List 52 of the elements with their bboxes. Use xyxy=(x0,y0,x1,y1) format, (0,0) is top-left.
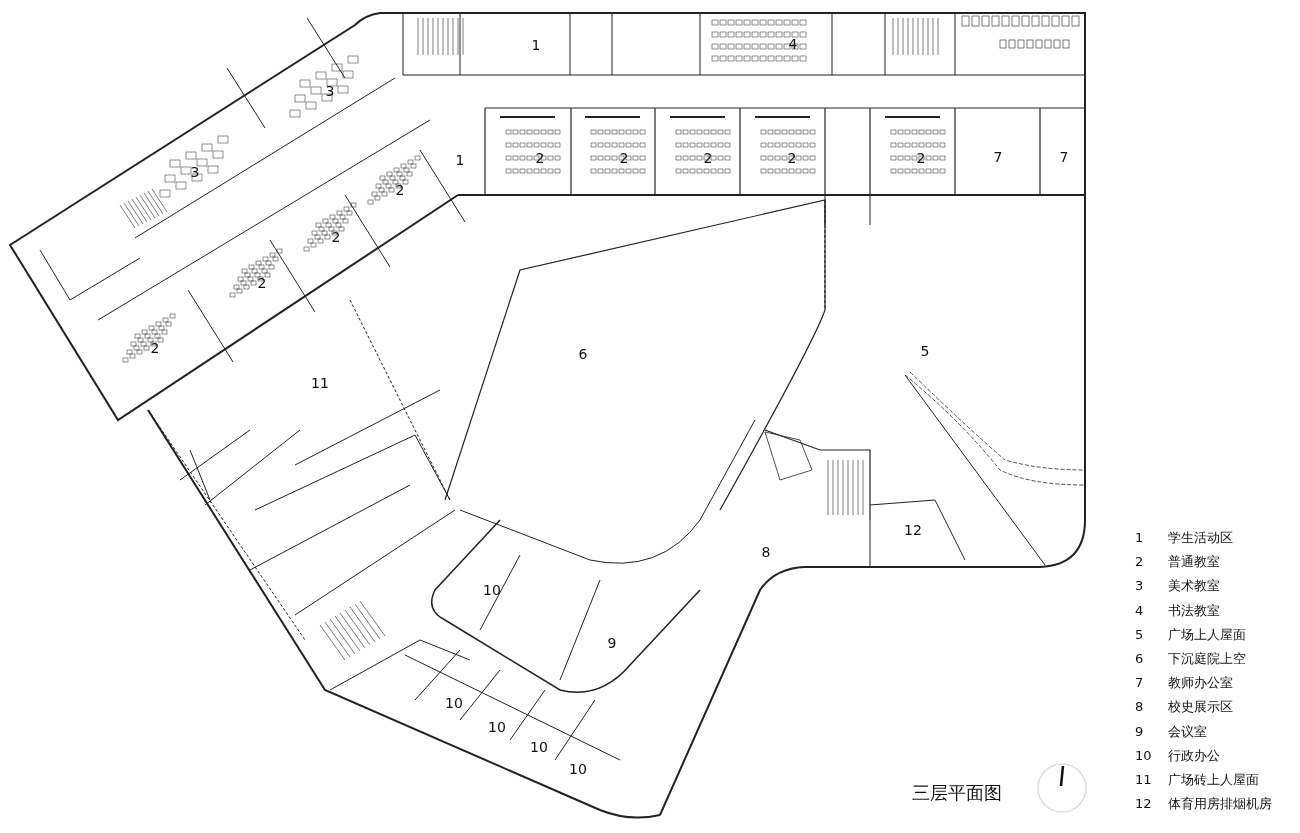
legend-text: 学生活动区 xyxy=(1168,530,1233,544)
legend-text: 行政办公 xyxy=(1168,748,1220,762)
legend-text: 普通教室 xyxy=(1168,554,1220,568)
legend-number: 3 xyxy=(1135,578,1144,592)
legend-number: 11 xyxy=(1135,772,1152,786)
plan-title: 三层平面图 xyxy=(912,784,1002,802)
room-number: 7 xyxy=(1059,150,1069,164)
room-number: 2 xyxy=(916,151,926,165)
legend-number: 9 xyxy=(1135,724,1144,738)
legend-text: 校史展示区 xyxy=(1168,699,1233,713)
room-number: 10 xyxy=(483,583,501,597)
legend-number: 10 xyxy=(1135,748,1152,762)
legend-text: 广场上人屋面 xyxy=(1168,627,1246,641)
room-number: 5 xyxy=(920,344,930,358)
room-number: 9 xyxy=(607,636,617,650)
legend-text: 美术教室 xyxy=(1168,578,1220,592)
legend-text: 广场砖上人屋面 xyxy=(1168,772,1259,786)
legend-number: 6 xyxy=(1135,651,1144,665)
legend-text: 体育用房排烟机房 xyxy=(1168,796,1272,810)
room-number: 2 xyxy=(257,276,267,290)
room-number: 11 xyxy=(311,376,329,390)
room-number: 2 xyxy=(331,230,341,244)
room-number: 6 xyxy=(578,347,588,361)
legend-number: 8 xyxy=(1135,699,1144,713)
room-number: 1 xyxy=(531,38,541,52)
room-number: 2 xyxy=(703,151,713,165)
room-number: 12 xyxy=(904,523,922,537)
room-number: 2 xyxy=(395,183,405,197)
legend-text: 书法教室 xyxy=(1168,603,1220,617)
legend-text: 下沉庭院上空 xyxy=(1168,651,1246,665)
room-number: 2 xyxy=(150,341,160,355)
room-number: 8 xyxy=(761,545,771,559)
legend-number: 5 xyxy=(1135,627,1144,641)
legend-text: 教师办公室 xyxy=(1168,675,1233,689)
legend-text: 会议室 xyxy=(1168,724,1207,738)
room-number: 7 xyxy=(993,150,1003,164)
room-number: 10 xyxy=(445,696,463,710)
room-number: 1 xyxy=(455,153,465,167)
room-number: 2 xyxy=(535,151,545,165)
room-number: 10 xyxy=(569,762,587,776)
room-number: 2 xyxy=(787,151,797,165)
room-number: 3 xyxy=(190,165,200,179)
room-number: 4 xyxy=(788,37,798,51)
legend-number: 7 xyxy=(1135,675,1144,689)
legend-number: 2 xyxy=(1135,554,1144,568)
room-number: 10 xyxy=(488,720,506,734)
legend-number: 12 xyxy=(1135,796,1152,810)
room-number: 3 xyxy=(325,84,335,98)
room-number: 10 xyxy=(530,740,548,754)
room-number: 2 xyxy=(619,151,629,165)
legend-number: 4 xyxy=(1135,603,1144,617)
legend-number: 1 xyxy=(1135,530,1144,544)
